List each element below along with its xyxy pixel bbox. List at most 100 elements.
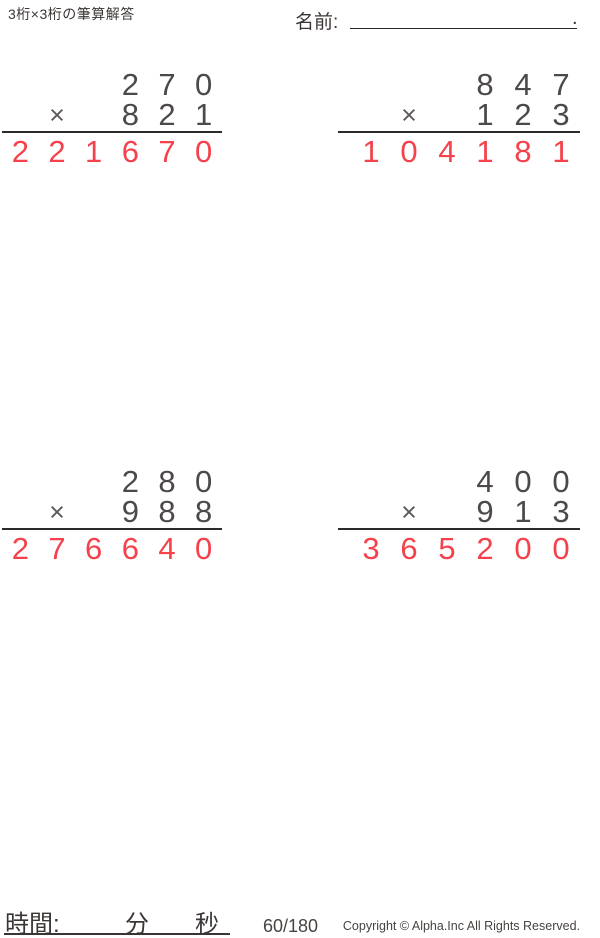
answer-rule-line (2, 131, 222, 133)
answer-digit: 1 (552, 134, 570, 169)
answer-digit: 1 (85, 134, 103, 169)
spacer (352, 100, 390, 130)
answer-digit: 6 (85, 531, 103, 566)
multiply-sign: × (401, 497, 417, 527)
digit: 1 (514, 494, 532, 529)
spacer (2, 497, 39, 527)
spacer (390, 70, 428, 100)
spacer (75, 467, 112, 497)
problem-1: 2 7 0 × 8 2 1 2 2 1 6 7 0 (2, 67, 222, 169)
digit: 2 (121, 464, 139, 499)
spacer (428, 497, 466, 527)
time-entry-line: 時間: 分 秒 (4, 902, 230, 938)
answer-rule-line (338, 528, 580, 530)
digit: 8 (158, 494, 176, 529)
answer-digit: 2 (476, 531, 494, 566)
answer-digit: 3 (362, 531, 380, 566)
spacer (75, 100, 112, 130)
answer-digit: 2 (11, 134, 29, 169)
answer-digit: 8 (514, 134, 532, 169)
digit: 2 (121, 67, 139, 102)
spacer (2, 100, 39, 130)
name-label: 名前: (295, 12, 339, 33)
answer-row: 2 2 1 6 7 0 (2, 134, 222, 169)
answer-digit: 6 (121, 531, 139, 566)
digit: 0 (552, 464, 570, 499)
digit: 2 (514, 97, 532, 132)
digit: 7 (552, 67, 570, 102)
digit: 8 (121, 97, 139, 132)
digit: 1 (195, 97, 213, 132)
answer-digit: 0 (195, 134, 213, 169)
problem-4: 4 0 0 × 9 1 3 3 6 5 2 0 0 (338, 464, 580, 566)
spacer (39, 467, 76, 497)
answer-digit: 7 (48, 531, 66, 566)
spacer (75, 70, 112, 100)
digit: 0 (195, 67, 213, 102)
digit: 9 (476, 494, 494, 529)
digit: 8 (195, 494, 213, 529)
multiplier-row: × 9 1 3 (352, 494, 580, 529)
answer-digit: 4 (438, 134, 456, 169)
digit: 0 (195, 464, 213, 499)
spacer (75, 497, 112, 527)
answer-digit: 4 (158, 531, 176, 566)
multiplicand-row: 2 8 0 (2, 464, 222, 499)
digit: 3 (552, 494, 570, 529)
seconds-label: 秒 (195, 911, 219, 938)
answer-row: 3 6 5 2 0 0 (352, 531, 580, 566)
spacer (390, 467, 428, 497)
digit: 9 (121, 494, 139, 529)
answer-digit: 2 (11, 531, 29, 566)
answer-digit: 7 (158, 134, 176, 169)
spacer (39, 70, 76, 100)
answer-digit: 5 (438, 531, 456, 566)
digit: 4 (476, 464, 494, 499)
spacer (428, 70, 466, 100)
multiplier-row: × 8 2 1 (2, 97, 222, 132)
digit: 8 (476, 67, 494, 102)
spacer (428, 467, 466, 497)
multiply-sign: × (401, 100, 417, 130)
problem-3: 2 8 0 × 9 8 8 2 7 6 6 4 0 (2, 464, 222, 566)
spacer (352, 467, 390, 497)
minutes-label: 分 (125, 911, 149, 938)
multiplicand-row: 8 4 7 (352, 67, 580, 102)
spacer (352, 497, 390, 527)
digit: 3 (552, 97, 570, 132)
multiplier-row: × 1 2 3 (352, 97, 580, 132)
multiply-sign: × (49, 497, 65, 527)
answer-digit: 0 (514, 531, 532, 566)
answer-digit: 1 (476, 134, 494, 169)
name-input-line (350, 0, 577, 29)
spacer (2, 467, 39, 497)
digit: 4 (514, 67, 532, 102)
digit: 0 (514, 464, 532, 499)
digit: 2 (158, 97, 176, 132)
answer-digit: 6 (121, 134, 139, 169)
copyright-text: Copyright © Alpha.Inc All Rights Reserve… (342, 919, 580, 933)
answer-digit: 0 (195, 531, 213, 566)
answer-digit: 0 (400, 134, 418, 169)
multiplier-row: × 9 8 8 (2, 494, 222, 529)
digit: 7 (158, 67, 176, 102)
multiply-sign: × (49, 100, 65, 130)
answer-digit: 2 (48, 134, 66, 169)
spacer (2, 70, 39, 100)
answer-rule-line (2, 528, 222, 530)
answer-digit: 0 (552, 531, 570, 566)
digit: 8 (158, 464, 176, 499)
answer-digit: 6 (400, 531, 418, 566)
spacer (352, 70, 390, 100)
page-number: 60/180 (263, 916, 319, 936)
multiplicand-row: 4 0 0 (352, 464, 580, 499)
answer-row: 2 7 6 6 4 0 (2, 531, 222, 566)
digit: 1 (476, 97, 494, 132)
answer-rule-line (338, 131, 580, 133)
name-line-period: . (572, 7, 578, 29)
page-title: 3桁×3桁の筆算解答 (8, 6, 135, 22)
multiplicand-row: 2 7 0 (2, 67, 222, 102)
answer-row: 1 0 4 1 8 1 (352, 134, 580, 169)
answer-digit: 1 (362, 134, 380, 169)
